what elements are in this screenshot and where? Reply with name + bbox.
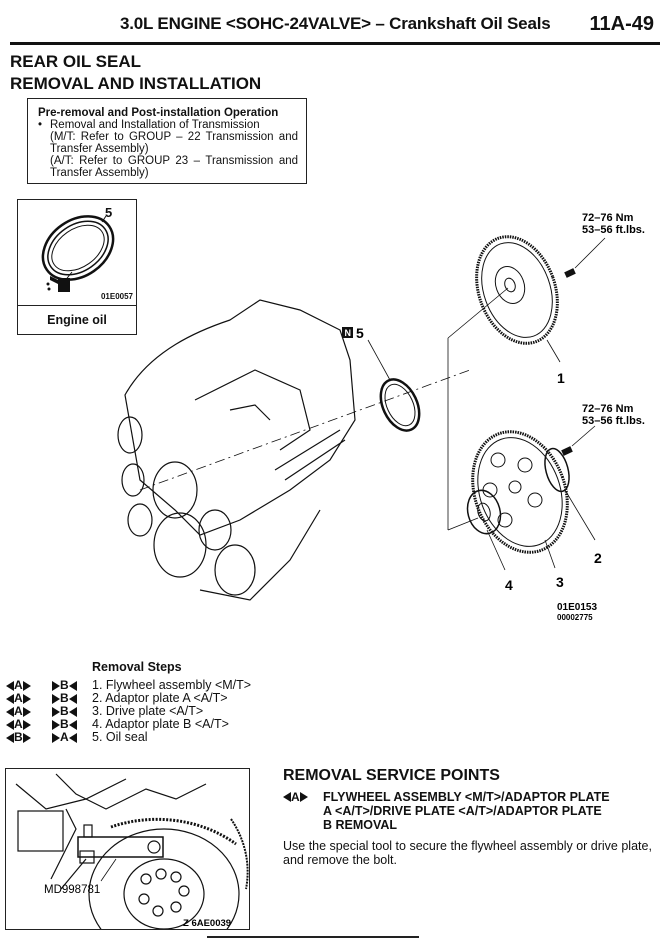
section-subtitle: REMOVAL AND INSTALLATION (10, 74, 262, 93)
service-point-line2: A <A/T>/DRIVE PLATE <A/T>/ADAPTOR PLATE (323, 804, 602, 818)
torque-2-nm: 72–76 Nm (582, 403, 634, 415)
install-mark: A (52, 731, 92, 744)
removal-mark: A (6, 718, 52, 731)
bolt-icon-2 (561, 446, 573, 456)
new-part-icon (342, 327, 353, 338)
removal-service-points-title: REMOVAL SERVICE POINTS (283, 767, 500, 784)
figure-code-main: 01E0153 (557, 602, 597, 613)
bolt-icon (564, 268, 576, 278)
service-mark: A (283, 790, 323, 804)
header-rule (10, 42, 660, 45)
service-point-line3: B REMOVAL (323, 818, 398, 832)
callout-1: 1 (557, 370, 565, 386)
removal-step: A B 4. Adaptor plate B <A/T> (6, 718, 251, 731)
oil-seal-part (379, 378, 421, 432)
bullet-icon: • (38, 119, 43, 131)
removal-mark: A (6, 679, 52, 692)
removal-steps-title: Removal Steps (92, 660, 182, 674)
pre-removal-item: Removal and Installation of Transmission (50, 119, 260, 131)
engine-oil-box: 5 01E0057 Engine oil (17, 199, 137, 335)
callout-3: 3 (556, 574, 564, 590)
page-number: 11A-49 (589, 13, 655, 35)
torque-1-nm: 72–76 Nm (582, 212, 634, 224)
engine-oil-caption: Engine oil (18, 305, 136, 334)
flywheel-part (475, 235, 559, 345)
callout-5-leader (367, 339, 391, 381)
photo-figure-code: Z 6AE0039 (183, 918, 231, 929)
install-mark: B (52, 692, 92, 705)
removal-step: A B 2. Adaptor plate A <A/T> (6, 692, 251, 705)
adaptor-plate-b-part (466, 489, 502, 535)
page-header-title: 3.0L ENGINE <SOHC-24VALVE> – Crankshaft … (120, 14, 551, 33)
section-title: REAR OIL SEAL (10, 52, 141, 71)
service-point-body: Use the special tool to secure the flywh… (283, 839, 652, 867)
service-point-heading: A FLYWHEEL ASSEMBLY <M/T>/ADAPTOR PLATE … (283, 790, 663, 832)
callout-5: 5 (356, 325, 364, 341)
figure-code: 01E0057 (100, 292, 133, 301)
step-text: 4. Adaptor plate B <A/T> (92, 717, 229, 731)
removal-step: A B 1. Flywheel assembly <M/T> (6, 679, 251, 692)
service-point-line1: FLYWHEEL ASSEMBLY <M/T>/ADAPTOR PLATE (323, 790, 610, 804)
removal-step: B A 5. Oil seal (6, 731, 251, 744)
special-tool-illustration: MD998781 Z 6AE0039 (5, 768, 250, 930)
mt-note: (M/T: Refer to GROUP – 22 Transmission a… (50, 131, 298, 155)
engine-illustration (117, 299, 356, 601)
step-text: 3. Drive plate <A/T> (92, 704, 204, 718)
tool-label: MD998781 (44, 884, 100, 896)
step-text: 5. Oil seal (92, 730, 148, 744)
removal-step: A B 3. Drive plate <A/T> (6, 705, 251, 718)
adaptor-plate-a-part (544, 447, 570, 493)
removal-mark: A (6, 692, 52, 705)
figure-serial: 00002775 (557, 613, 593, 620)
oil-can-icon (46, 276, 70, 292)
footer-rule (207, 936, 419, 938)
callout-4: 4 (505, 577, 513, 593)
center-line (139, 369, 471, 491)
step-text: 1. Flywheel assembly <M/T> (92, 678, 252, 692)
torque-1-ftlbs: 53–56 ft.lbs. (582, 224, 645, 236)
callout-1-leader (546, 339, 561, 363)
flywheel-tool-drawing: MD998781 Z 6AE0039 (15, 773, 249, 929)
install-mark: B (52, 718, 92, 731)
install-mark: B (52, 705, 92, 718)
pre-removal-box: Pre-removal and Post-installation Operat… (27, 98, 307, 184)
removal-mark: A (6, 705, 52, 718)
removal-steps-list: A B 1. Flywheel assembly <M/T> A B 2. Ad… (6, 679, 251, 744)
install-mark: B (52, 679, 92, 692)
new-part-symbol: N (345, 328, 352, 338)
at-note: (A/T: Refer to GROUP 23 – Transmission a… (50, 155, 298, 179)
oil-seal-callout: 5 (105, 205, 113, 220)
step-text: 2. Adaptor plate A <A/T> (92, 691, 228, 705)
oil-seal-illustration (41, 215, 115, 292)
callout-2: 2 (594, 550, 602, 566)
torque-2-ftlbs: 53–56 ft.lbs. (582, 415, 645, 427)
pre-removal-title: Pre-removal and Post-installation Operat… (38, 107, 279, 119)
exploded-diagram: N 5 1 72–76 Nm 53–56 ft.lbs. 72–76 Nm 53… (117, 212, 645, 620)
removal-mark: B (6, 731, 52, 744)
